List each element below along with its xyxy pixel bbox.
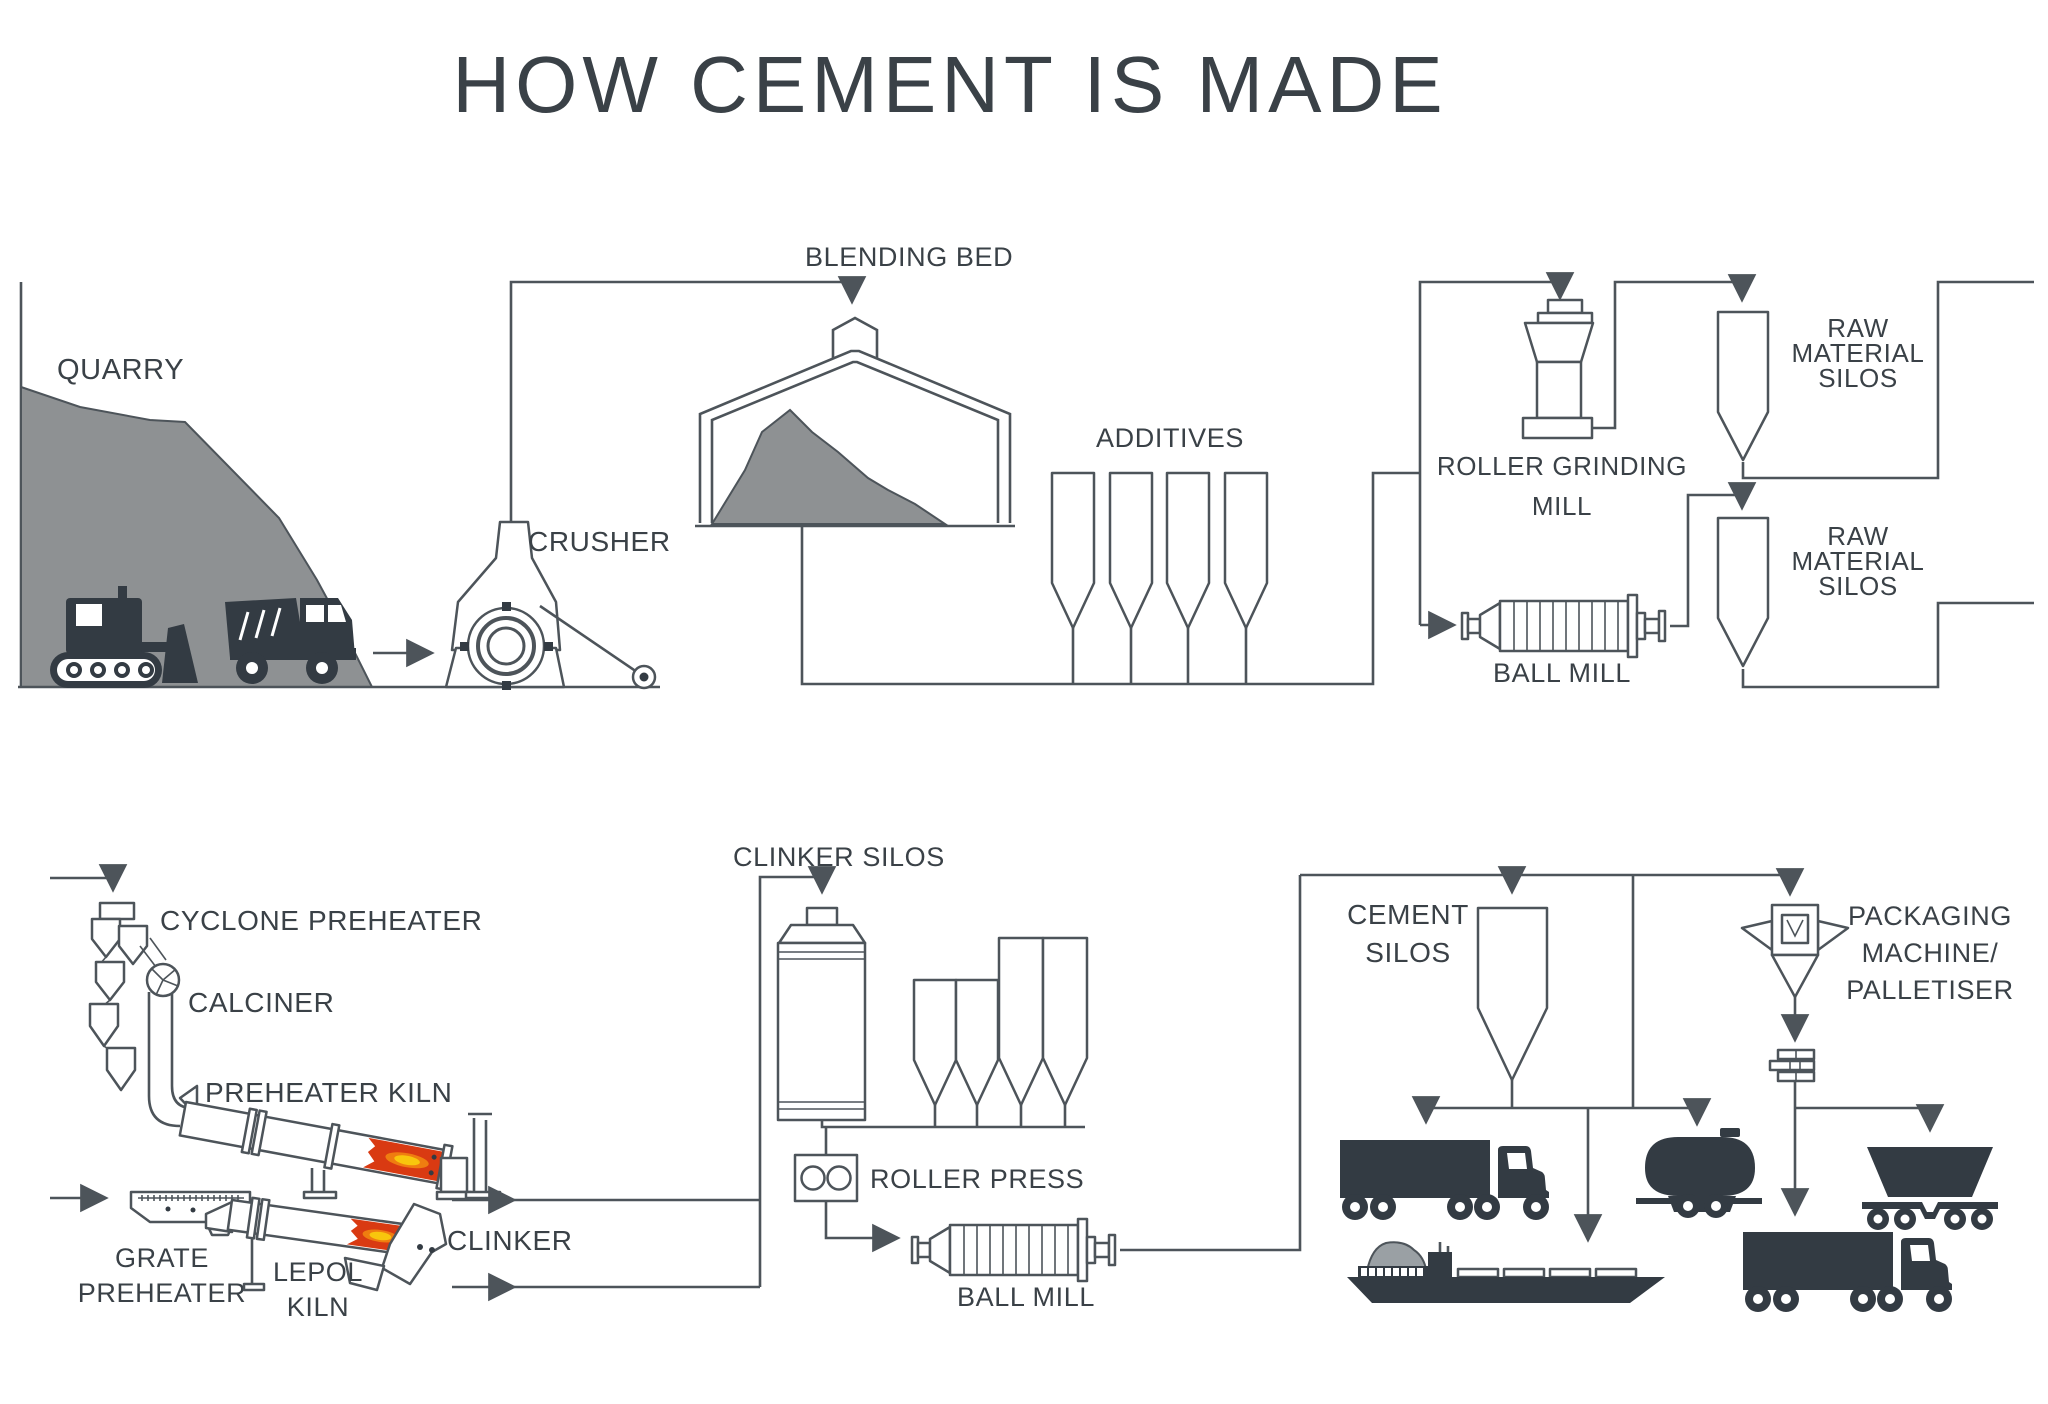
blending-bed-label: BLENDING BED xyxy=(805,242,1013,272)
preheater-kiln-illustration: PREHEATER KILN xyxy=(178,1077,502,1201)
bulldozer-icon xyxy=(50,586,198,688)
roller-grinding-mill-label-2: MILL xyxy=(1532,491,1592,521)
cyclone-preheater-label: CYCLONE PREHEATER xyxy=(160,905,482,936)
additives-label: ADDITIVES xyxy=(1096,423,1244,453)
semi-truck-icon xyxy=(1340,1140,1549,1220)
clinker-label: CLINKER xyxy=(447,1225,573,1256)
finish-mill-outlet-line xyxy=(1120,875,1302,1252)
packaging-label-1: PACKAGING xyxy=(1848,901,2012,931)
grate-preheater-label-1: GRATE xyxy=(115,1243,209,1273)
blending-bed-cupola xyxy=(831,316,879,358)
raw-silos-upper-label-2: MATERIAL xyxy=(1792,338,1925,368)
cement-silos-illustration: CEMENT SILOS xyxy=(1347,899,1712,1243)
lepol-kiln-illustration: LEPOL KILN xyxy=(204,1196,448,1322)
section-raw-preparation: QUARRY xyxy=(18,242,2034,690)
lepol-kiln-label-2: KILN xyxy=(287,1292,349,1322)
semi-truck-2-icon xyxy=(1743,1232,1952,1312)
quarry-illustration: QUARRY xyxy=(18,282,660,689)
preheater-kiln-label: PREHEATER KILN xyxy=(205,1077,453,1108)
packaging-label-3: PALLETISER xyxy=(1846,975,2014,1005)
calciner-illustration: CALCINER xyxy=(145,962,334,1128)
silo-upper-outlet-line xyxy=(1741,280,2034,480)
section-clinker-and-cement: CYCLONE PREHEATER CALCINER xyxy=(50,842,2014,1322)
crusher-chute xyxy=(539,604,641,676)
grate-preheater-label-2: PREHEATER xyxy=(78,1278,246,1308)
roller-press-illustration: ROLLER PRESS xyxy=(793,1127,1084,1253)
transport-fleet xyxy=(1340,1128,1998,1312)
silo-lower-outlet-line xyxy=(1741,601,2034,689)
cargo-ship-icon xyxy=(1347,1241,1665,1303)
packaging-label-2: MACHINE/ xyxy=(1862,938,1999,968)
dump-truck-icon xyxy=(225,598,356,684)
calciner-label: CALCINER xyxy=(188,987,334,1018)
additives-silos: ADDITIVES xyxy=(1050,423,1269,684)
ball-mill-to-silo-line xyxy=(1670,495,1742,628)
tanker-truck-icon xyxy=(1636,1128,1762,1218)
crusher-label: CRUSHER xyxy=(528,526,671,557)
additives-outlet-lines xyxy=(1071,628,1248,684)
blending-to-mills-line xyxy=(800,471,1420,686)
blending-bed-roof-inner xyxy=(710,360,1000,523)
lepol-kiln-label-1: LEPOL xyxy=(273,1257,363,1287)
quarry-label: QUARRY xyxy=(57,354,184,386)
raw-ball-mill-label: BALL MILL xyxy=(1493,658,1631,688)
raw-material-silos-lower: RAW MATERIAL SILOS xyxy=(1716,516,1925,668)
raw-silos-lower-label-2: MATERIAL xyxy=(1792,546,1925,576)
raw-meal-piping xyxy=(800,280,2034,689)
feed-to-preheater-arrow xyxy=(50,864,128,893)
hopper-trailer-icon xyxy=(1862,1147,1998,1230)
roller-mill-to-silo-line xyxy=(1592,282,1742,430)
packaging-machine-illustration: PACKAGING MACHINE/ PALLETISER xyxy=(1740,901,2014,1217)
crusher-to-blending-line xyxy=(509,282,852,525)
roller-press-label: ROLLER PRESS xyxy=(870,1164,1084,1194)
page-title: HOW CEMENT IS MADE xyxy=(452,40,1447,129)
feed-to-roller-mill-line xyxy=(1418,282,1560,625)
roller-grinding-mill: ROLLER GRINDING MILL xyxy=(1437,298,1687,521)
clinker-silos-illustration: CLINKER SILOS xyxy=(733,842,1089,1129)
cyclone-preheater-illustration: CYCLONE PREHEATER xyxy=(88,901,482,1092)
cement-silos-label-2: SILOS xyxy=(1365,937,1450,968)
crusher-illustration: CRUSHER xyxy=(444,282,852,690)
raw-silos-upper-label-1: RAW xyxy=(1827,313,1889,343)
cement-silos-label-1: CEMENT xyxy=(1347,899,1469,930)
blending-bed-illustration: BLENDING BED xyxy=(695,242,1015,528)
clinker-silos-label: CLINKER SILOS xyxy=(733,842,945,872)
blending-bed-roof-outer xyxy=(698,349,1012,523)
raw-material-silos-upper: RAW MATERIAL SILOS xyxy=(1716,310,1925,462)
raw-silos-upper-label-3: SILOS xyxy=(1818,363,1898,393)
roller-grinding-mill-label-1: ROLLER GRINDING xyxy=(1437,451,1687,481)
finish-ball-mill-label: BALL MILL xyxy=(957,1282,1095,1312)
clinker-transfer-lines: CLINKER xyxy=(447,877,822,1302)
cement-main-line xyxy=(1300,866,1805,1108)
grate-preheater-illustration: GRATE PREHEATER xyxy=(78,1190,252,1308)
blending-bed-pile xyxy=(710,408,949,525)
raw-silos-lower-label-1: RAW xyxy=(1827,521,1889,551)
raw-ball-mill: BALL MILL xyxy=(1460,593,1667,688)
pallet-stack-icon xyxy=(1768,1048,1816,1083)
finish-ball-mill: BALL MILL xyxy=(910,875,1302,1312)
raw-silos-lower-label-3: SILOS xyxy=(1818,571,1898,601)
